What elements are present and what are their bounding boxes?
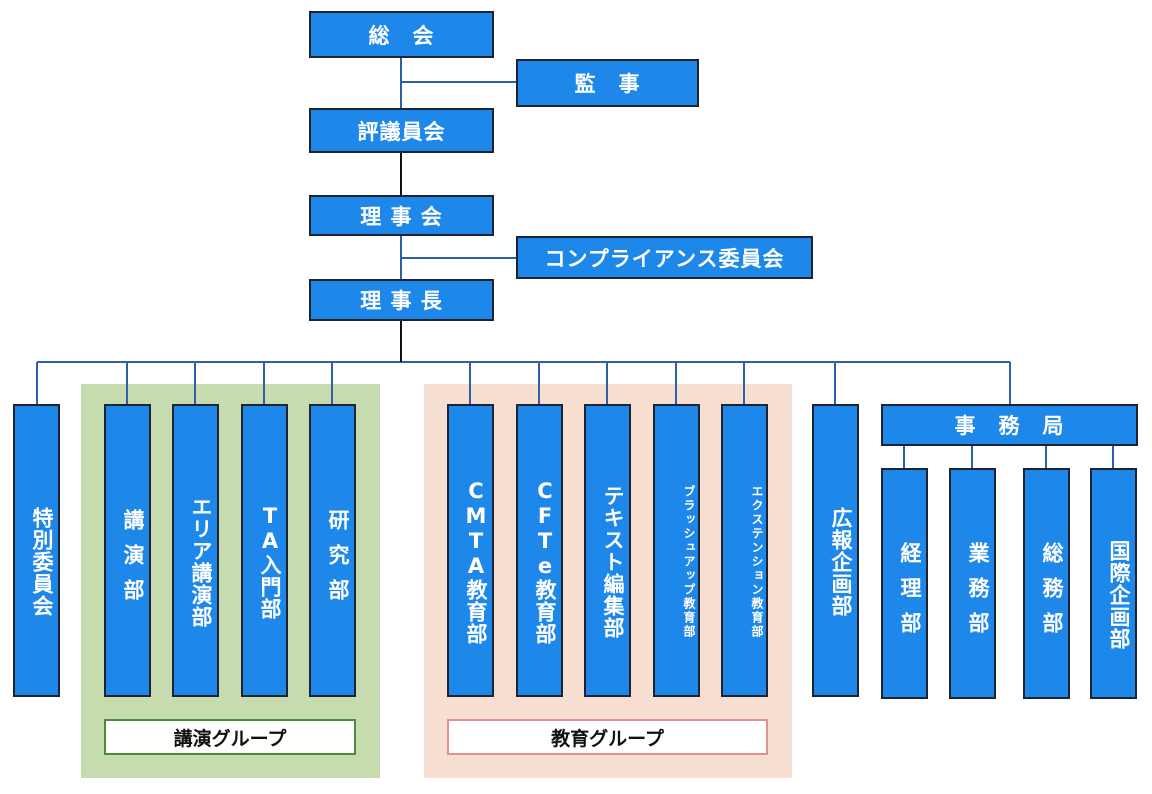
accounting-dept-box: 経理部 [881, 468, 928, 699]
secretariat-box: 事 務 局 [881, 404, 1138, 446]
area-lecture-dept-box: エリア講演部 [172, 404, 219, 697]
special-committee-box: 特別委員会 [13, 404, 60, 697]
cmta-education-dept-box: CMTA教育部 [447, 404, 494, 697]
international-planning-dept-box: 国際企画部 [1090, 468, 1137, 699]
lecture-dept-box: 講演部 [104, 404, 151, 697]
pr-planning-dept-box: 広報企画部 [812, 404, 859, 697]
board-box: 理 事 会 [309, 195, 494, 236]
brushup-education-dept-box: ブラッシュアップ教育部 [653, 404, 700, 697]
ta-intro-dept-box: TA入門部 [241, 404, 288, 697]
chairman-box: 理 事 長 [309, 279, 494, 321]
education-group-label: 教育グループ [447, 719, 768, 755]
cfte-education-dept-box: CFTe教育部 [516, 404, 563, 697]
compliance-committee-box: コンプライアンス委員会 [516, 236, 813, 279]
council-box: 評議員会 [309, 108, 494, 153]
lecture-group-label: 講演グループ [104, 719, 356, 755]
general-assembly-box: 総 会 [309, 11, 494, 58]
operations-dept-box: 業務部 [949, 468, 996, 699]
extension-education-dept-box: エクステンション教育部 [721, 404, 768, 697]
research-dept-box: 研究部 [309, 404, 356, 697]
auditor-box: 監 事 [516, 59, 699, 107]
general-affairs-dept-box: 総務部 [1023, 468, 1070, 699]
text-editing-dept-box: テキスト編集部 [584, 404, 631, 697]
